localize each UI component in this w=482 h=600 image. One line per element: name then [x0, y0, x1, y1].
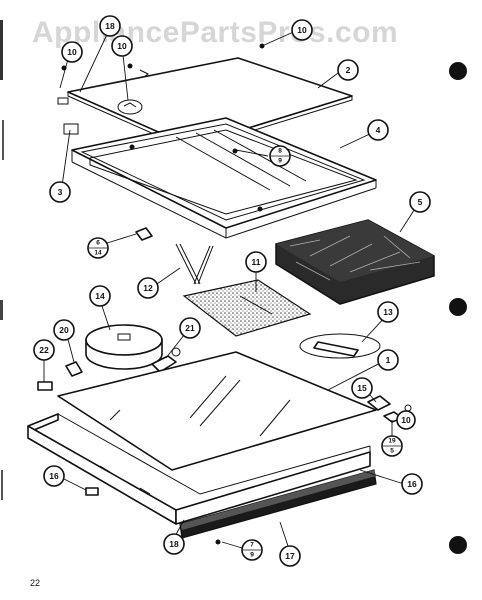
svg-text:21: 21 — [185, 323, 195, 333]
svg-text:15: 15 — [357, 383, 367, 393]
frame-bracket — [135, 227, 153, 241]
callout-2: 2 — [337, 59, 359, 81]
svg-text:4: 4 — [376, 125, 381, 135]
svg-text:10: 10 — [297, 25, 307, 35]
svg-text:22: 22 — [39, 345, 49, 355]
callout-22: 22 — [33, 339, 55, 361]
callout-12: 12 — [137, 277, 159, 299]
callout-18-top: 18 — [99, 15, 121, 37]
binder-hole-top — [449, 62, 467, 80]
callout-1: 1 — [377, 349, 399, 371]
callout-18-bottom: 18 — [163, 533, 185, 555]
top-cover-panel — [67, 57, 353, 151]
svg-text:18: 18 — [105, 21, 115, 31]
left-edge-specks — [0, 20, 4, 500]
small-bracket-right — [151, 347, 181, 373]
callout-10-top-left: 10 — [61, 41, 83, 63]
svg-text:7: 7 — [250, 542, 254, 549]
callout-20: 20 — [53, 319, 75, 341]
svg-text:17: 17 — [285, 551, 295, 561]
glass-panel — [57, 351, 377, 471]
svg-text:12: 12 — [143, 283, 153, 293]
svg-text:14: 14 — [94, 250, 102, 257]
svg-text:9: 9 — [250, 552, 254, 559]
callout-11: 11 — [245, 251, 267, 273]
callout-15: 15 — [351, 377, 373, 399]
callout-8-over-9: 8 9 — [269, 145, 291, 167]
insulation-block — [275, 219, 435, 305]
svg-text:1: 1 — [386, 355, 391, 365]
svg-text:18: 18 — [169, 539, 179, 549]
svg-text:5: 5 — [418, 197, 423, 207]
svg-text:20: 20 — [59, 325, 69, 335]
callout-10-top-right: 10 — [291, 19, 313, 41]
callout-16-left: 16 — [43, 465, 65, 487]
callout-5: 5 — [409, 191, 431, 213]
callout-13: 13 — [377, 301, 399, 323]
svg-text:10: 10 — [67, 47, 77, 57]
screws — [61, 43, 265, 545]
top-frame — [57, 97, 377, 239]
callout-19-over-5: 19 5 — [381, 435, 403, 457]
svg-text:8: 8 — [278, 148, 282, 155]
svg-text:2: 2 — [346, 65, 351, 75]
svg-text:19: 19 — [388, 438, 396, 445]
binder-hole-middle — [449, 298, 467, 316]
door-handle-bar — [179, 469, 377, 539]
svg-text:6: 6 — [96, 240, 100, 247]
svg-text:16: 16 — [49, 471, 59, 481]
svg-text:10: 10 — [401, 415, 411, 425]
page-number: 22 — [30, 578, 40, 588]
clip-part-16 — [85, 487, 99, 496]
svg-text:14: 14 — [95, 291, 105, 301]
callout-21: 21 — [179, 317, 201, 339]
callout-16-right: 16 — [401, 473, 423, 495]
small-bracket-left — [65, 361, 83, 377]
callout-17: 17 — [279, 545, 301, 567]
callout-3: 3 — [49, 181, 71, 203]
svg-text:16: 16 — [407, 479, 417, 489]
svg-text:3: 3 — [58, 187, 63, 197]
clip-part-22 — [37, 381, 53, 391]
callout-10-right: 10 — [396, 410, 416, 430]
callout-6-over-14: 6 14 — [87, 237, 109, 259]
svg-text:9: 9 — [278, 158, 282, 165]
watermark-text: AppliancePartsPros.com — [32, 16, 398, 49]
callout-7-over-9: 7 9 — [241, 539, 263, 561]
svg-text:10: 10 — [117, 41, 127, 51]
svg-text:11: 11 — [252, 257, 261, 267]
svg-text:13: 13 — [383, 307, 393, 317]
callout-4: 4 — [367, 119, 389, 141]
binder-hole-bottom — [449, 536, 467, 554]
bracket-part — [299, 333, 381, 359]
callout-14: 14 — [89, 285, 111, 307]
insulation-pad — [182, 279, 312, 337]
svg-text:5: 5 — [390, 448, 394, 455]
heating-element-disc — [85, 324, 163, 370]
callout-10-top-center: 10 — [111, 35, 133, 57]
door-base-frame — [27, 413, 371, 525]
thermostat-sensor-wire — [175, 243, 214, 285]
